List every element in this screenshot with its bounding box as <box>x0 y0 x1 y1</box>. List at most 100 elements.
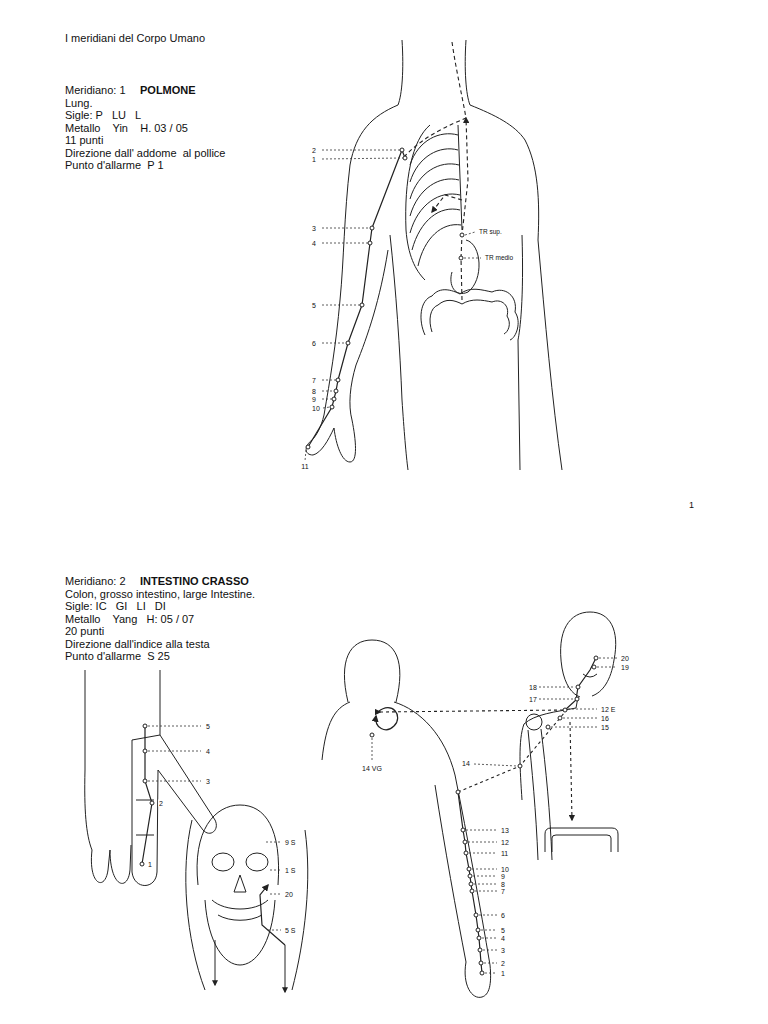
acupoint <box>594 656 598 660</box>
leader-line <box>322 391 334 392</box>
leader-line <box>322 305 360 306</box>
callout-number: 1 <box>500 970 506 977</box>
acupoint <box>468 874 472 878</box>
callout-number: 8 <box>500 881 506 888</box>
callout-number: 10 <box>311 405 321 412</box>
leader-line <box>483 950 497 951</box>
info-text: 20 punti <box>65 626 104 637</box>
colon-outline <box>545 828 618 852</box>
info-text: Punto d'allarme S 25 <box>65 651 170 662</box>
torso-outline <box>518 235 523 470</box>
info-text: Direzione dall'indice alla testa <box>65 639 210 650</box>
meridian-arrow <box>215 940 216 985</box>
shoulder-outline <box>322 702 350 760</box>
leader-line <box>148 751 201 752</box>
leader-line <box>322 243 368 244</box>
leader-line <box>485 973 497 974</box>
callout-number: 3 <box>500 947 506 954</box>
acupoint <box>478 948 482 952</box>
info-text: Meridiano: 2 <box>65 576 126 587</box>
leader-line <box>322 343 346 344</box>
stomach-outline <box>451 240 479 294</box>
acupoint <box>461 828 465 832</box>
head-outline <box>186 820 205 990</box>
shoulder-outline <box>394 702 455 775</box>
humerus-bone <box>541 729 552 860</box>
callout-number: 1 S <box>284 867 297 874</box>
acupoint <box>518 764 522 768</box>
callout-number: 6 <box>500 912 506 919</box>
hand-outline <box>334 420 356 462</box>
info-text: Colon, grosso intestino, large Intestine… <box>65 589 255 600</box>
arm-outline <box>312 105 398 440</box>
callout-number: 12 <box>500 839 510 846</box>
neck-outline <box>465 40 470 105</box>
meridian-name: INTESTINO CRASSO <box>140 576 249 587</box>
rib <box>410 134 458 165</box>
acupoint <box>456 790 460 794</box>
acupoint <box>370 733 374 737</box>
finger-joint <box>136 800 154 835</box>
ribcage-outline <box>406 125 430 280</box>
callout-number: 12 E <box>600 706 616 713</box>
arm-outline <box>455 775 490 965</box>
callout-number: 15 <box>600 724 610 731</box>
acupoint <box>403 156 407 160</box>
skull-outline <box>197 805 279 885</box>
leader-line <box>148 781 201 782</box>
thumb-outline <box>158 735 216 833</box>
colon-outline <box>421 289 518 340</box>
callout-number: 2 <box>311 147 317 154</box>
callout-number: 14 VG <box>361 765 383 772</box>
acupoint <box>140 862 144 866</box>
info-text: Metallo Yin H. 03 / 05 <box>65 123 188 134</box>
acupoint <box>476 928 480 932</box>
shoulder-outline <box>470 105 539 240</box>
meridian-path <box>142 726 152 864</box>
rib <box>418 225 461 266</box>
info-text: Lung. <box>65 98 93 109</box>
acupoint <box>477 936 481 940</box>
leader-line <box>468 842 497 843</box>
rib <box>410 149 458 182</box>
callout-number: 7 <box>311 377 317 384</box>
leader-line <box>322 150 400 151</box>
leader-line <box>465 232 475 235</box>
callout-number: 3 <box>311 225 317 232</box>
rib <box>410 194 460 233</box>
callout-number: 2 <box>500 960 506 967</box>
thumb-outline <box>306 428 334 455</box>
callout-number: 11 <box>500 850 509 857</box>
humerus-head <box>526 714 542 730</box>
acupoint <box>467 867 471 871</box>
callout-number: 10 <box>500 866 510 873</box>
arm-outline <box>538 240 562 470</box>
leader-line <box>475 891 497 892</box>
leader-line <box>322 228 370 229</box>
acupoint <box>336 378 340 382</box>
page-title: I meridiani del Corpo Umano <box>65 33 205 44</box>
acupoint <box>576 685 580 689</box>
callout-number: 2 <box>158 800 164 807</box>
acupoint <box>463 840 467 844</box>
torso-outline <box>390 235 408 470</box>
info-text: 11 punti <box>65 135 103 146</box>
acupoint <box>400 148 404 152</box>
large-intestine-meridian <box>376 658 596 973</box>
leader-line <box>464 258 481 259</box>
leader-line <box>481 930 497 931</box>
leader-line <box>322 158 403 159</box>
leader-line <box>322 399 332 400</box>
leader-line <box>323 407 330 408</box>
organ-label: TR sup. <box>478 229 503 236</box>
leader-line <box>474 764 517 766</box>
acupoint <box>368 241 372 245</box>
meridian-path <box>452 42 466 118</box>
callout-number: 20 <box>284 891 294 898</box>
leader-line <box>148 726 201 727</box>
meridian-path <box>565 658 596 710</box>
leader-line <box>568 709 597 710</box>
callout-number: 9 S <box>284 839 297 846</box>
leader-line <box>599 658 617 659</box>
